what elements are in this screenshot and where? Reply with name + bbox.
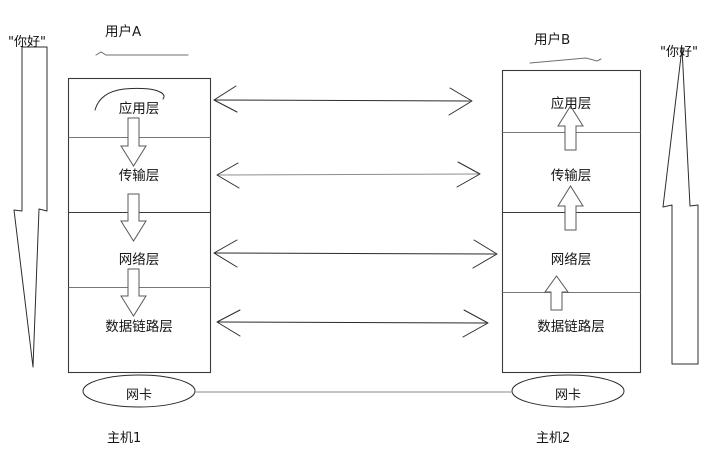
right-layer-transport: 传输层 xyxy=(550,168,592,184)
left-layer-transport: 传输层 xyxy=(118,168,160,184)
left-user-label: 用户A xyxy=(105,24,142,40)
left-downflow-arrow-transport-to-network xyxy=(120,193,147,242)
right-layer-network: 网络层 xyxy=(550,252,592,268)
right-upflow-arrow-transport-to-app xyxy=(557,105,584,151)
right-upflow-arrow-datalink-to-network xyxy=(544,275,569,311)
left-downflow-arrow-network-to-datalink xyxy=(120,268,147,317)
right-nic-label: 网卡 xyxy=(554,388,581,403)
peer-link-network-layer xyxy=(213,239,498,269)
right-user-label: 用户B xyxy=(534,32,571,48)
left-layer-application: 应用层 xyxy=(118,101,160,117)
left-message-quote: "你好" xyxy=(8,35,46,50)
left-message-down-arrow xyxy=(13,46,48,368)
peer-link-application-layer xyxy=(213,85,473,116)
right-message-up-arrow xyxy=(662,47,699,365)
left-host-label: 主机1 xyxy=(107,431,142,446)
peer-link-datalink-layer xyxy=(216,309,489,338)
right-layer-application: 应用层 xyxy=(550,96,592,112)
left-nic-label: 网卡 xyxy=(125,388,152,403)
left-downflow-arrow-app-to-transport xyxy=(120,117,147,167)
right-upflow-arrow-network-to-transport xyxy=(557,185,584,231)
left-user-underline xyxy=(95,51,189,56)
left-layer-datalink: 数据链路层 xyxy=(105,319,173,335)
peer-link-transport-layer xyxy=(216,161,481,189)
right-message-quote: "你好" xyxy=(660,45,698,60)
right-host-label: 主机2 xyxy=(536,431,571,446)
right-layer-datalink: 数据链路层 xyxy=(537,319,605,335)
right-user-underline xyxy=(529,57,602,64)
left-layer-network: 网络层 xyxy=(118,252,160,268)
